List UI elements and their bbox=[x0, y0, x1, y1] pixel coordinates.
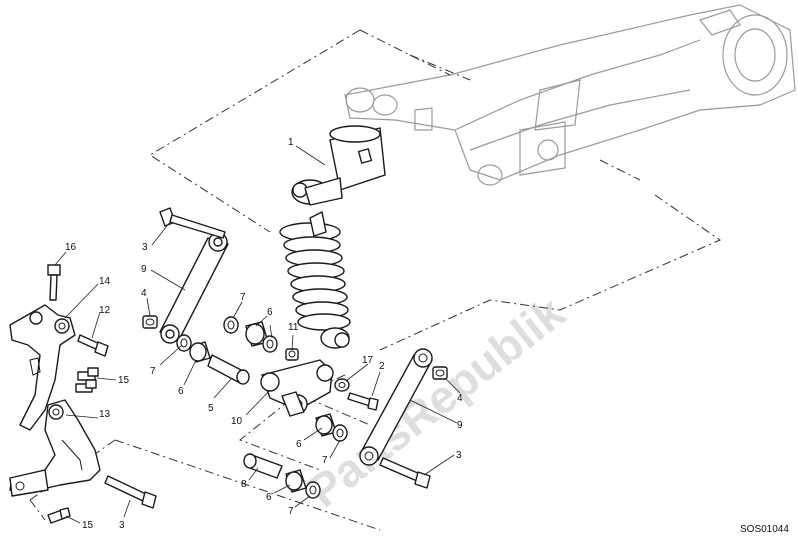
bolt-2 bbox=[347, 392, 379, 411]
nut-11 bbox=[285, 348, 299, 361]
callout-2: 2 bbox=[379, 361, 385, 372]
linkage-rod-right bbox=[359, 348, 433, 466]
callout-8: 8 bbox=[241, 479, 247, 490]
callout-12: 12 bbox=[99, 305, 111, 316]
linkage-rod-left bbox=[159, 232, 229, 344]
spacer-5 bbox=[207, 354, 250, 385]
callout-5: 5 bbox=[208, 403, 214, 414]
callout-3-lower: 3 bbox=[119, 520, 125, 531]
leader-lines bbox=[54, 145, 461, 524]
washer-17 bbox=[334, 378, 350, 392]
callout-6-c: 6 bbox=[296, 439, 302, 450]
callout-7-d: 7 bbox=[288, 506, 294, 517]
nut-4-right bbox=[432, 366, 448, 380]
drawing-code: SOS01044 bbox=[740, 524, 789, 535]
washer-7-left bbox=[176, 334, 192, 352]
callout-7-a: 7 bbox=[240, 292, 246, 303]
callout-6-a: 6 bbox=[178, 386, 184, 397]
callout-3-upper: 3 bbox=[142, 242, 148, 253]
callout-1: 1 bbox=[288, 137, 294, 148]
callout-7-b: 7 bbox=[150, 366, 156, 377]
bolts-15-upper bbox=[75, 367, 99, 393]
callout-4-right: 4 bbox=[457, 393, 463, 404]
spacer-8 bbox=[243, 453, 283, 479]
bolt-3-upper-left bbox=[159, 207, 226, 239]
rocker-arm bbox=[260, 359, 334, 417]
callout-11: 11 bbox=[288, 322, 299, 333]
callout-15-lower: 15 bbox=[82, 520, 94, 531]
bolt-3-lower bbox=[104, 475, 157, 509]
washer-7-d bbox=[332, 424, 348, 442]
callout-4-left: 4 bbox=[141, 288, 147, 299]
callout-labels: 1 2 3 3 3 4 4 5 6 6 6 6 7 7 7 7 8 9 9 10… bbox=[65, 137, 463, 531]
callout-6-d: 6 bbox=[266, 492, 272, 503]
bushing-6-a bbox=[189, 341, 211, 363]
callout-6-b: 6 bbox=[267, 307, 273, 318]
bolt-12 bbox=[77, 334, 109, 357]
bolt-16 bbox=[47, 264, 61, 301]
callout-9-right: 9 bbox=[457, 420, 463, 431]
swingarm bbox=[344, 4, 796, 186]
bracket-14 bbox=[9, 304, 76, 431]
callout-15-upper: 15 bbox=[118, 375, 130, 386]
washer-7-c bbox=[262, 335, 278, 353]
bolt-3-right bbox=[379, 457, 431, 489]
callout-3-right: 3 bbox=[456, 450, 462, 461]
bushing-6-d bbox=[285, 469, 307, 493]
callout-16: 16 bbox=[65, 242, 77, 253]
bushing-6-b bbox=[245, 321, 269, 347]
shock-absorber bbox=[279, 125, 386, 349]
washer-7-b bbox=[223, 316, 239, 334]
callout-10: 10 bbox=[231, 416, 243, 427]
callout-13: 13 bbox=[99, 409, 111, 420]
callout-14: 14 bbox=[99, 276, 111, 287]
nut-4-left bbox=[142, 315, 158, 329]
bolt-15-lower bbox=[47, 507, 71, 524]
washer-7-e bbox=[305, 481, 321, 499]
callout-17: 17 bbox=[362, 355, 374, 366]
callout-9-left: 9 bbox=[141, 264, 147, 275]
callout-7-c: 7 bbox=[322, 455, 328, 466]
footpeg-bracket-13 bbox=[9, 399, 101, 497]
